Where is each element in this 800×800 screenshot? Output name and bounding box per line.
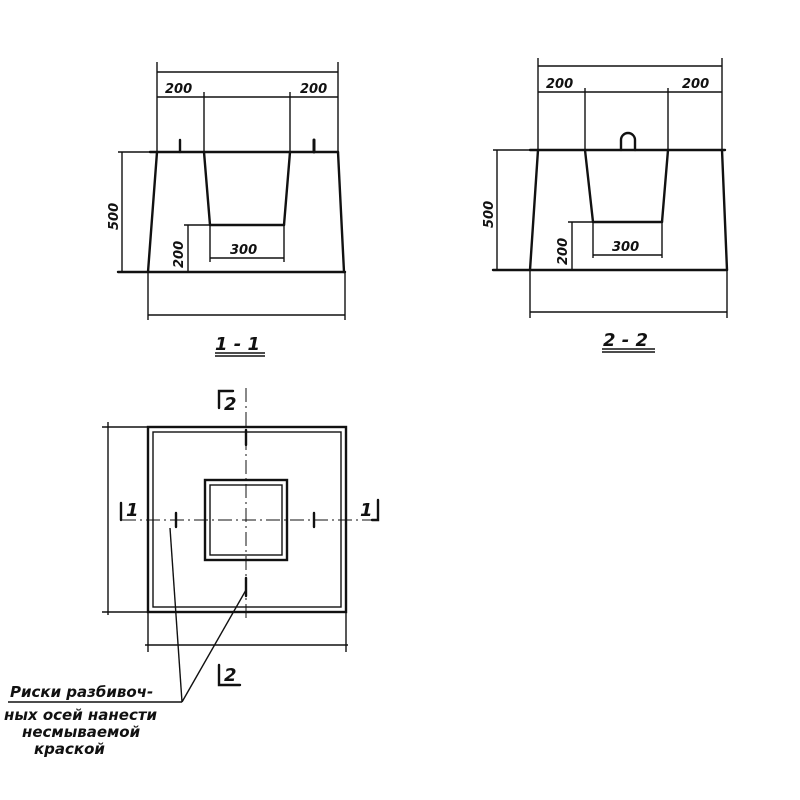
- dim-right-wall: 200: [300, 82, 327, 97]
- section-2-2: [491, 58, 729, 353]
- dim-pocket-width: 300: [230, 243, 257, 258]
- note-line-2: ных осей нанести: [4, 706, 158, 724]
- dim-pocket-depth-2: 200: [556, 238, 571, 265]
- cut-2-top-label: 2: [224, 394, 237, 415]
- plan-view: [8, 388, 380, 703]
- section-title-1-1: 1 - 1: [215, 334, 260, 355]
- cut-1-right-label: 1: [360, 500, 373, 521]
- section-title-2-2: 2 - 2: [603, 330, 648, 351]
- note-line-3: несмываемой: [22, 723, 141, 741]
- lifting-loop-icon: [619, 131, 637, 152]
- section-1-1: [116, 62, 347, 357]
- dim-pocket-depth: 200: [172, 241, 187, 268]
- dim-height: 500: [107, 203, 122, 230]
- dim-pocket-width-2: 300: [612, 240, 639, 255]
- note-line-4: краской: [34, 740, 105, 758]
- cut-2-bottom-label: 2: [224, 665, 237, 686]
- dim-left-wall-2: 200: [546, 77, 573, 92]
- dim-left-wall: 200: [165, 82, 192, 97]
- note-line-1: Риски разбивоч-: [10, 683, 153, 701]
- dim-right-wall-2: 200: [682, 77, 709, 92]
- note: Риски разбивоч- ных осей нанести несмыва…: [4, 683, 158, 758]
- cut-1-left-label: 1: [126, 500, 139, 521]
- dim-height-2: 500: [482, 201, 497, 228]
